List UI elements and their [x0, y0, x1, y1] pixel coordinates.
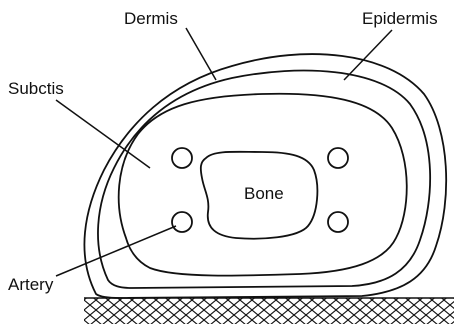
epidermis-leader-line — [344, 30, 392, 80]
artery-top-left — [172, 148, 192, 168]
bone-label: Bone — [244, 184, 284, 203]
support-surface — [84, 298, 454, 324]
dermis-leader-line — [186, 28, 216, 80]
artery-leader-line — [56, 226, 176, 276]
artery-bottom-right — [328, 212, 348, 232]
artery-top-right — [328, 148, 348, 168]
dermis-label: Dermis — [124, 9, 178, 28]
artery-label: Artery — [8, 275, 54, 294]
subcutis-label: Subctis — [8, 79, 64, 98]
artery-bottom-left — [172, 212, 192, 232]
epidermis-label: Epidermis — [362, 9, 438, 28]
epidermis-outline — [84, 54, 446, 298]
